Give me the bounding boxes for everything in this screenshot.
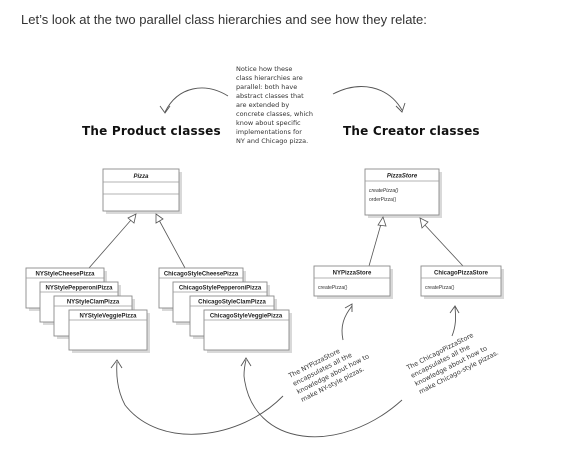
arrow-to-chicago-pizzas (243, 359, 403, 438)
chicago-pizza-store-name: ChicagoPizzaStore (434, 271, 489, 277)
arrowhead-icon (159, 105, 171, 114)
arrow-to-ny-pizzas (116, 361, 284, 435)
chicago-pizza-stack: ChicagoStyleCheesePizza ChicagoStylePepp… (158, 267, 292, 353)
arrow-to-chicago-store (451, 306, 456, 337)
store-note-arrows (341, 303, 460, 341)
parallel-note-line: parallel: both have (236, 83, 297, 91)
parallel-note-line: know about specific (236, 119, 301, 127)
parallel-note-line: implementations for (236, 128, 302, 136)
store-inheritance (368, 216, 464, 267)
pizza-class: Pizza (102, 168, 182, 214)
ny-pizza-name: NYStyleCheesePizza (35, 272, 95, 278)
parallel-note-line: NY and Chicago pizza. (236, 137, 308, 145)
arrowhead-icon (395, 102, 406, 113)
parallel-note-line: concrete classes, which (236, 110, 313, 118)
ny-pizza-store-name: NYPizzaStore (333, 271, 372, 277)
pizza-inheritance (88, 213, 186, 269)
intro-text: Let’s look at the two parallel class hie… (21, 12, 427, 27)
product-classes-heading: The Product classes (82, 124, 221, 138)
arrow-to-creator (332, 86, 403, 111)
pizza-store-method: orderPizza() (369, 197, 397, 203)
pizza-class-name: Pizza (133, 174, 149, 180)
arrow-to-product (164, 87, 229, 113)
parallel-note-line: Notice how these (236, 65, 292, 73)
parallel-note-line: are extended by (236, 101, 289, 109)
ny-pizza-store-method: createPizza() (318, 285, 348, 291)
inheritance-arrow-icon (155, 213, 164, 224)
ny-pizza-name: NYStylePepperoniPizza (45, 286, 113, 292)
chicago-pizza-name: ChicagoStylePepperoniPizza (179, 286, 262, 292)
ny-pizza-store-class: NYPizzaStore createPizza() (313, 265, 393, 299)
parallel-note-line: class hierarchies are (236, 74, 303, 82)
creator-classes-heading: The Creator classes (343, 124, 480, 138)
inheritance-arrow-icon (127, 213, 137, 224)
ny-pizza-name: NYStyleClamPizza (67, 300, 120, 306)
pizza-store-method: createPizza() (369, 188, 399, 194)
chicago-pizza-store-method: createPizza() (425, 285, 455, 291)
inheritance-arrow-icon (419, 217, 429, 229)
inheritance-arrow-icon (377, 216, 387, 227)
chicago-pizza-name: ChicagoStyleClamPizza (198, 300, 266, 306)
ny-pizza-class: NYStyleVeggiePizza (68, 309, 150, 353)
parallel-note-line: abstract classes that (236, 92, 304, 100)
chicago-pizza-name: ChicagoStyleCheesePizza (164, 272, 239, 278)
arrowhead-icon (240, 357, 252, 367)
pizza-store-class-name: PizzaStore (387, 174, 418, 180)
pizza-store-class: PizzaStore createPizza() orderPizza() (364, 168, 442, 218)
chicago-pizza-name: ChicagoStyleVeggiePizza (210, 314, 283, 320)
ny-pizza-stack: NYStyleCheesePizza NYStylePepperoniPizza… (25, 267, 150, 353)
ny-pizza-name: NYStyleVeggiePizza (79, 314, 137, 320)
arrowhead-icon (344, 303, 353, 312)
arrowhead-icon (110, 359, 123, 369)
parallel-note: Notice how these class hierarchies are p… (236, 65, 313, 145)
arrow-to-ny-store (341, 305, 353, 341)
arrowhead-icon (449, 305, 460, 314)
note-arrows (159, 86, 406, 114)
ny-store-note: The NYPizzaStore encapsulates all the kn… (286, 347, 370, 404)
sweep-arrows (110, 357, 403, 438)
chicago-pizza-store-class: ChicagoPizzaStore createPizza() (420, 265, 504, 299)
chicago-pizza-class: ChicagoStyleVeggiePizza (203, 309, 292, 353)
